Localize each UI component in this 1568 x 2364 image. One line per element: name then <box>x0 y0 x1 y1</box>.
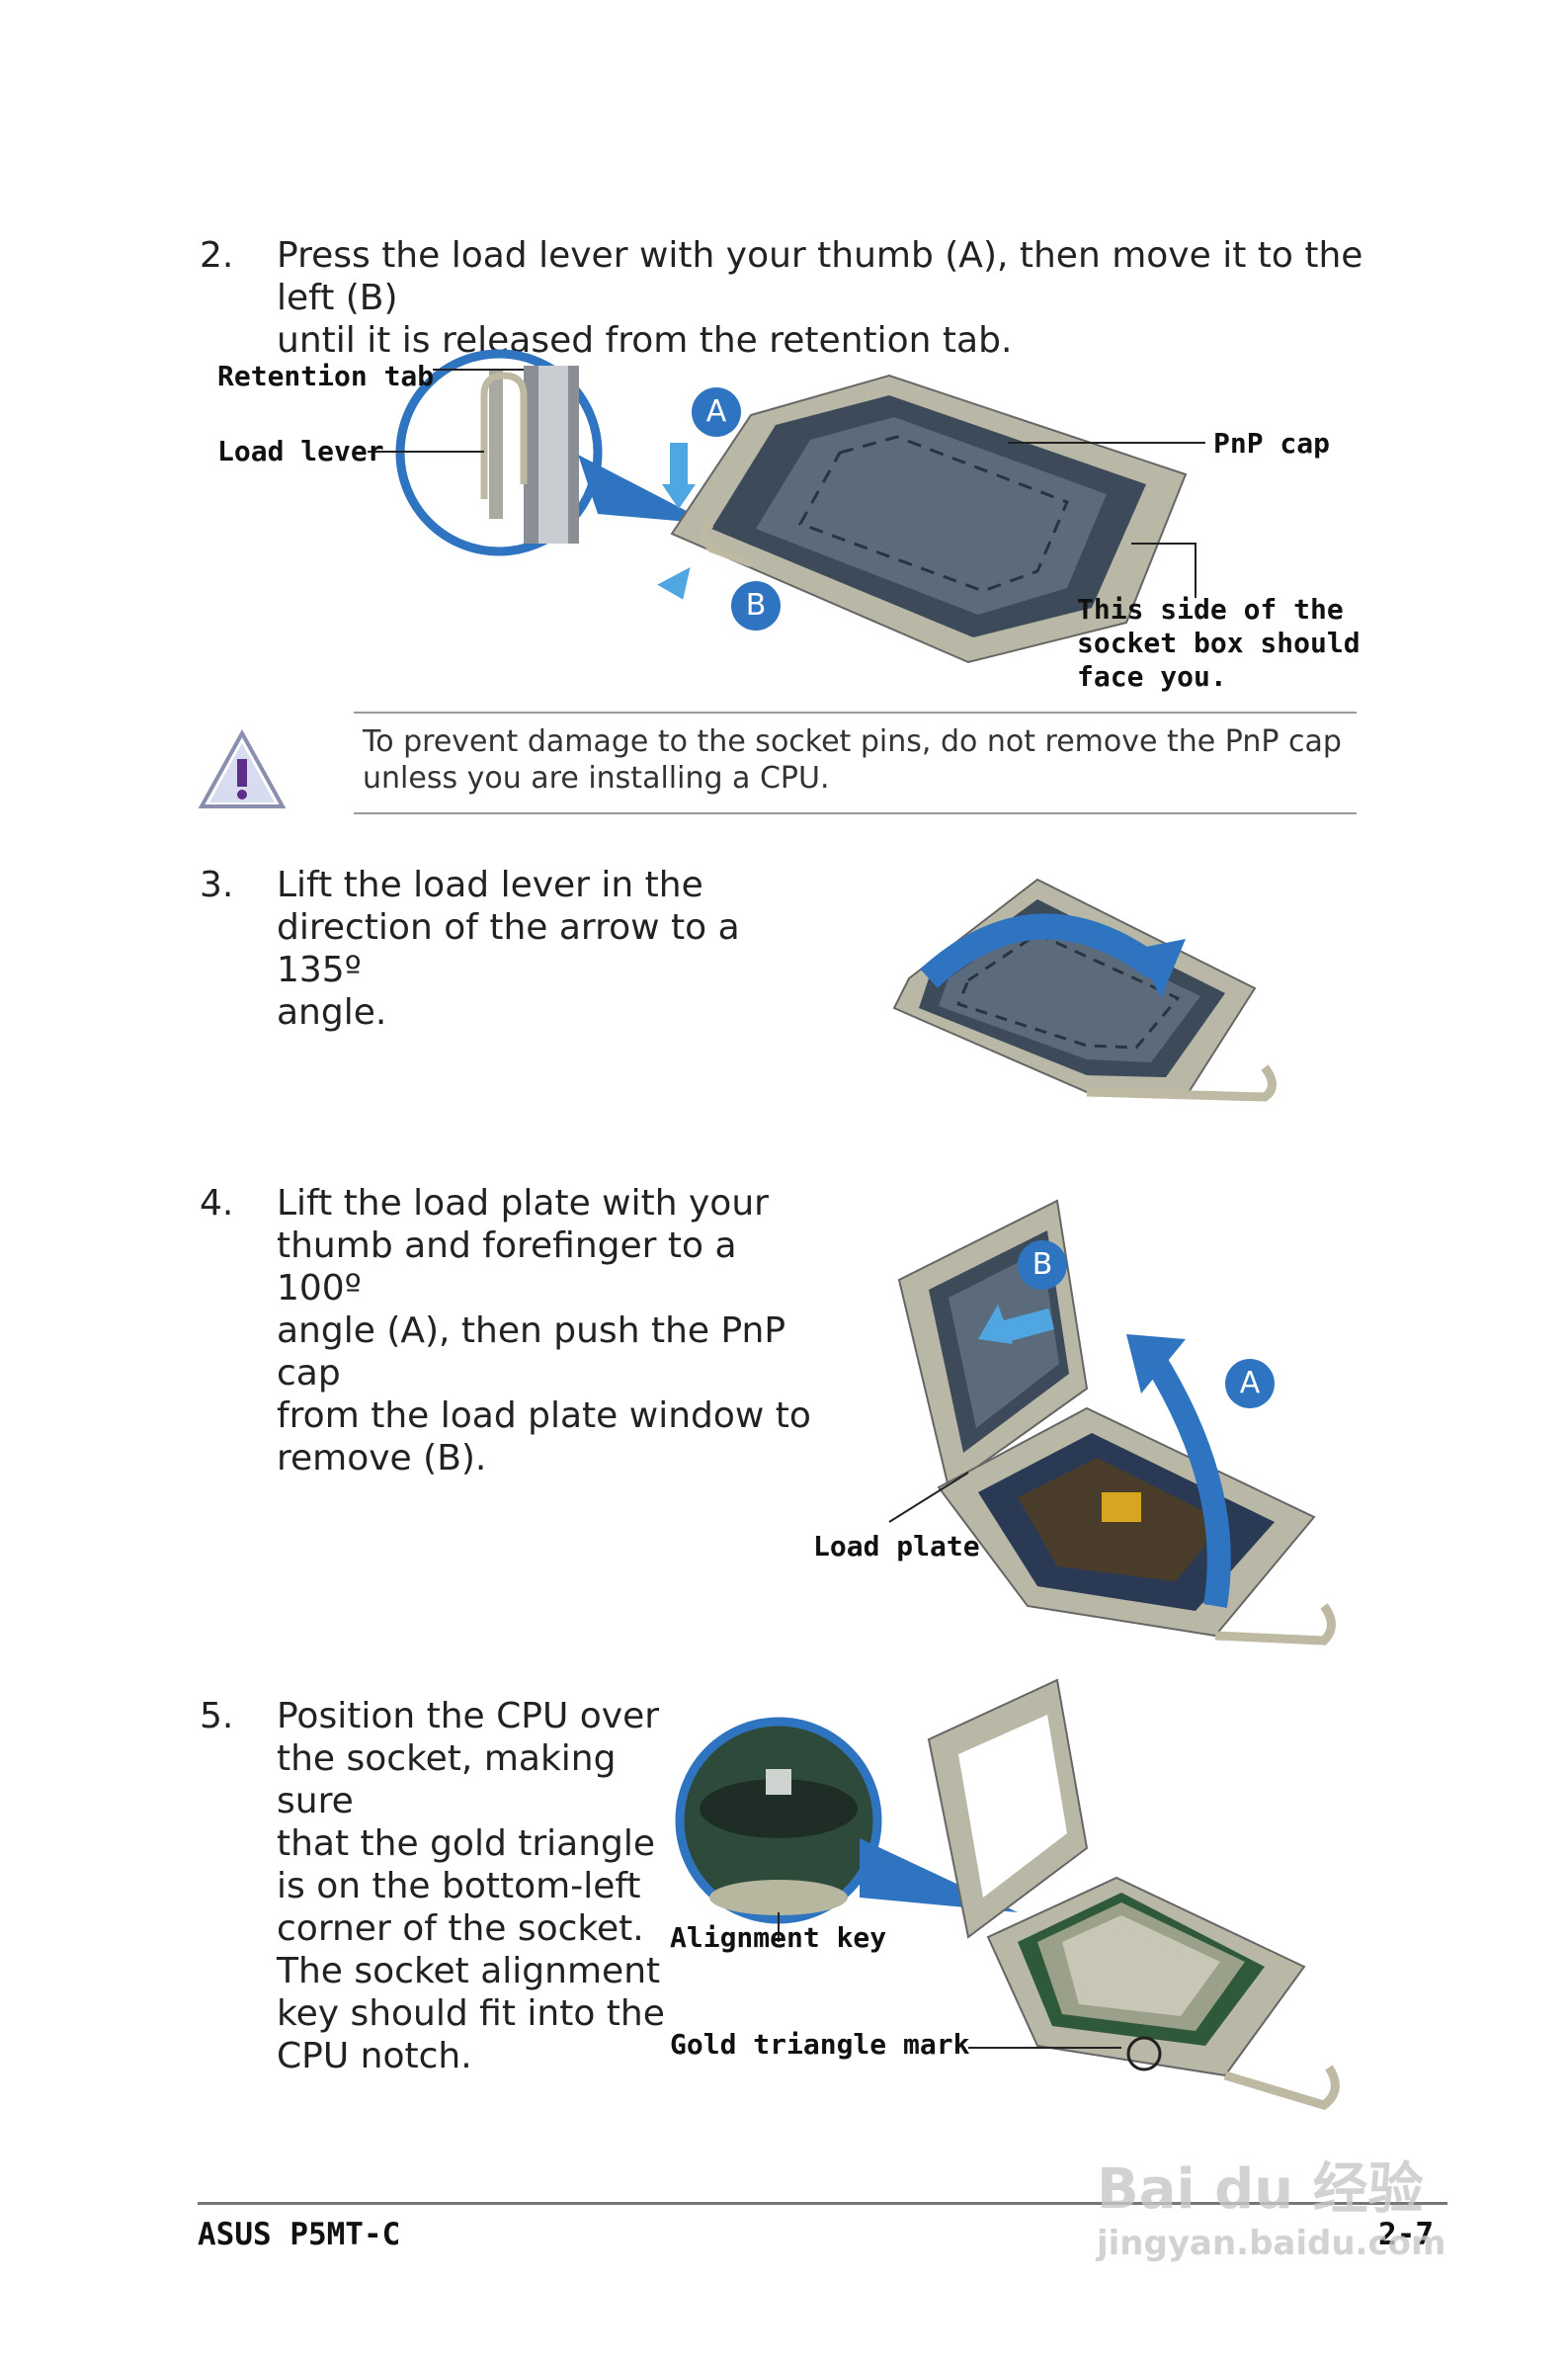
step-2-number: 2. <box>200 235 234 276</box>
step-5-number: 5. <box>200 1696 234 1736</box>
label-pnp-cap: PnP cap <box>1213 427 1331 460</box>
badge-b-label: B <box>1032 1247 1053 1282</box>
step-3-text: Lift the load lever in the direction of … <box>277 865 740 1033</box>
label-retention-tab: Retention tab <box>217 360 435 392</box>
figure-lift-load-lever <box>892 878 1277 1102</box>
badge-a-label: A <box>705 394 727 429</box>
badge-b: B <box>731 581 781 631</box>
step-2-text: Press the load lever with your thumb (A)… <box>277 235 1363 361</box>
caution-bottom-rule <box>354 812 1357 814</box>
figure-position-cpu <box>675 1678 1340 2110</box>
label-socket-side-note: This side of the socket box should face … <box>1077 593 1361 693</box>
figure-socket-lever-release <box>368 349 1205 664</box>
label-load-plate: Load plate <box>813 1530 980 1562</box>
footer-page-number: 2-7 <box>1378 2217 1434 2252</box>
badge-a: A <box>1225 1359 1275 1408</box>
footer-rule <box>198 2202 1447 2205</box>
step-4-text: Lift the load plate with your thumb and … <box>277 1183 811 1478</box>
caution-top-rule <box>354 712 1357 714</box>
warning-triangle-icon <box>198 728 287 808</box>
watermark-brand: Bai du 经验 <box>1097 2157 1424 2222</box>
figure-lift-load-plate <box>888 1199 1336 1646</box>
caution-text: To prevent damage to the socket pins, do… <box>363 724 1342 796</box>
label-alignment-key: Alignment key <box>670 1921 887 1954</box>
badge-a: A <box>692 387 741 437</box>
badge-b-label: B <box>745 588 767 623</box>
label-gold-triangle-mark: Gold triangle mark <box>670 2028 970 2061</box>
step-3-number: 3. <box>200 865 234 905</box>
footer-product-name: ASUS P5MT-C <box>198 2217 401 2252</box>
label-load-lever: Load lever <box>217 435 384 467</box>
step-5-text: Position the CPU over the socket, making… <box>277 1696 665 2076</box>
watermark-url: jingyan.baidu.com <box>1097 2224 1446 2263</box>
step-4-number: 4. <box>200 1183 234 1224</box>
badge-b: B <box>1018 1240 1067 1290</box>
badge-a-label: A <box>1239 1366 1261 1400</box>
